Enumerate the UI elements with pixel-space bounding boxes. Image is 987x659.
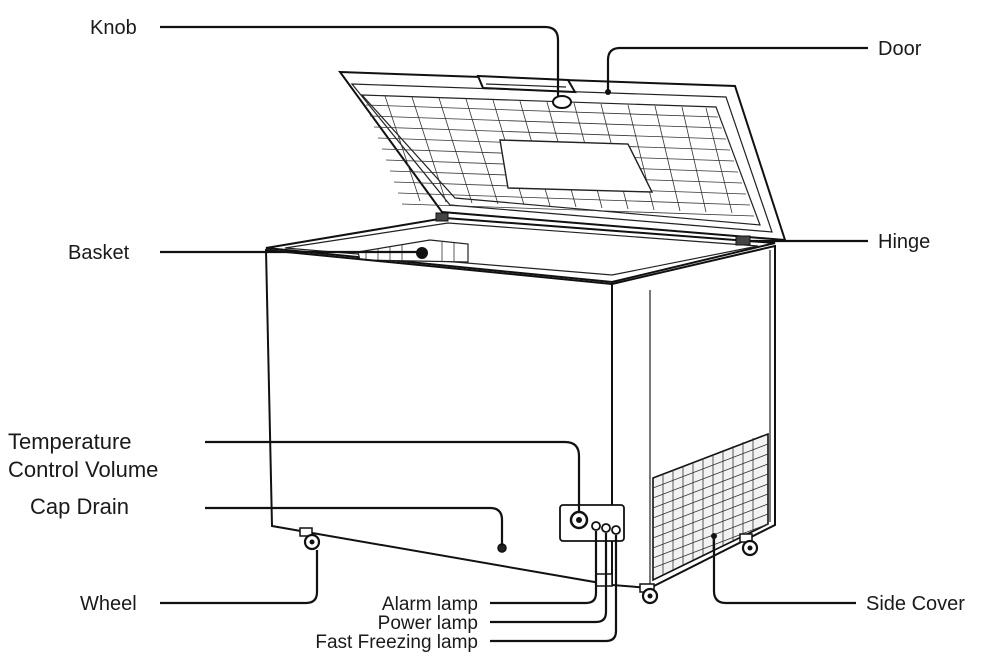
label-alarm-lamp: Alarm lamp bbox=[382, 594, 478, 615]
door-window bbox=[499, 139, 654, 193]
leader-wheel bbox=[160, 550, 319, 605]
label-fast-freezing-lamp: Fast Freezing lamp bbox=[315, 632, 478, 653]
alarm-lamp-shape bbox=[591, 521, 601, 531]
power-lamp-shape bbox=[601, 523, 611, 533]
label-side-cover: Side Cover bbox=[866, 593, 965, 615]
leader-side-cover bbox=[712, 536, 856, 605]
door-handle bbox=[476, 74, 577, 109]
leader-cap-drain bbox=[205, 506, 504, 546]
freezer-door bbox=[337, 70, 787, 242]
label-basket: Basket bbox=[68, 242, 130, 264]
label-temperature-line2: Control Volume bbox=[8, 457, 158, 482]
label-hinge: Hinge bbox=[878, 231, 930, 253]
side-cover-mesh bbox=[652, 432, 769, 582]
control-panel bbox=[559, 504, 625, 542]
leader-power-lamp bbox=[490, 533, 608, 624]
label-wheel: Wheel bbox=[80, 593, 137, 615]
label-cap-drain: Cap Drain bbox=[30, 494, 129, 519]
leader-lines bbox=[160, 25, 868, 643]
label-door: Door bbox=[878, 38, 922, 60]
leader-door bbox=[606, 46, 868, 92]
hinge-shape bbox=[735, 235, 751, 246]
leader-knob bbox=[160, 25, 560, 96]
fast-freezing-lamp-shape bbox=[611, 525, 621, 535]
leader-temperature bbox=[205, 440, 581, 512]
labels: Knob Door Basket Hinge Temperature Contr… bbox=[8, 17, 965, 653]
freezer-cabinet bbox=[264, 212, 776, 605]
label-knob: Knob bbox=[90, 17, 137, 39]
label-power-lamp: Power lamp bbox=[378, 613, 478, 634]
leader-fast-freezing-lamp bbox=[490, 535, 618, 643]
label-temperature-line1: Temperature bbox=[8, 429, 132, 454]
freezer-illustration bbox=[264, 70, 787, 605]
knob-shape bbox=[552, 95, 572, 109]
leader-alarm-lamp bbox=[490, 531, 598, 605]
